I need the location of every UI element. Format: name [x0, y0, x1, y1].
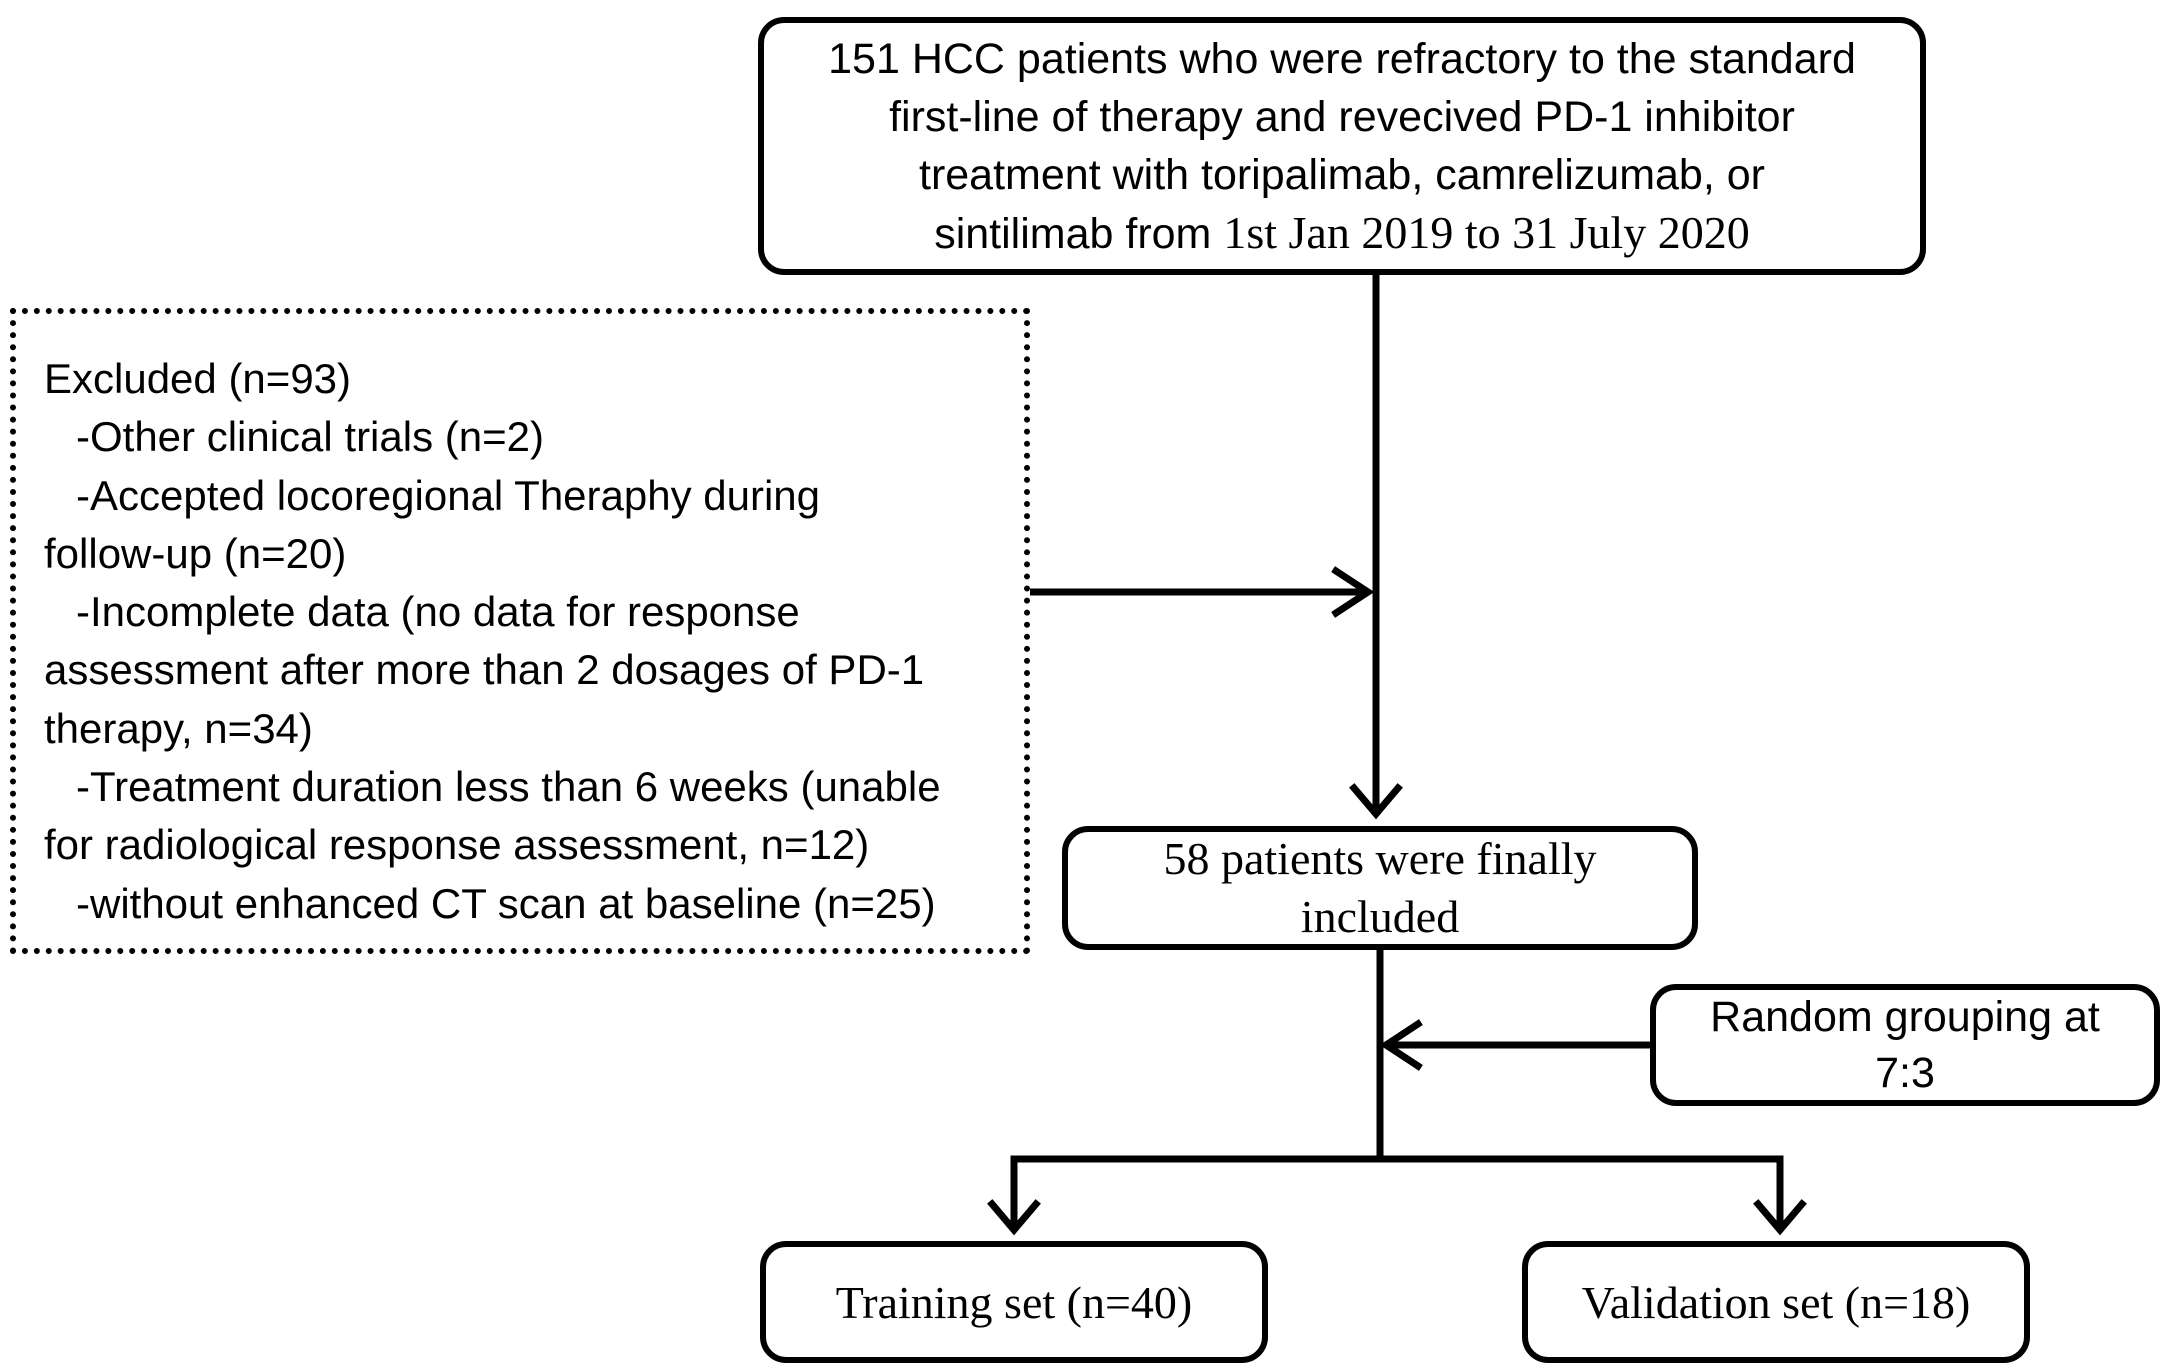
arrowhead-included — [1349, 783, 1403, 820]
box-validation-set: Validation set (n=18) — [1522, 1241, 2030, 1363]
excluded-item-no-ct: -without enhanced CT scan at baseline (n… — [76, 879, 936, 927]
arrowhead-training — [987, 1199, 1041, 1236]
validation-label: Validation set (n=18) — [1581, 1276, 1971, 1328]
excluded-item-duration-cont: for radiological response assessment, n=… — [44, 821, 870, 869]
excluded-item-duration: -Treatment duration less than 6 weeks (u… — [76, 763, 941, 811]
top-line-4-prefix: sintilimab from — [934, 209, 1224, 258]
training-label: Training set (n=40) — [835, 1276, 1193, 1328]
excluded-item-locoregional-cont: follow-up (n=20) — [44, 529, 347, 577]
arrowhead-validation — [1753, 1199, 1807, 1236]
top-line-4-dates: 1st Jan 2019 to 31 July 2020 — [1223, 206, 1750, 258]
excluded-item-incomplete-cont-1: assessment after more than 2 dosages of … — [44, 646, 925, 694]
box-finally-included: 58 patients were finally included — [1062, 826, 1698, 950]
included-line-2: included — [1300, 891, 1460, 942]
top-line-1: 151 HCC patients who were refractory to … — [828, 34, 1856, 83]
included-line-1: 58 patients were finally — [1163, 833, 1597, 884]
excluded-item-incomplete: -Incomplete data (no data for response — [76, 588, 800, 636]
box-excluded: Excluded (n=93) -Other clinical trials (… — [10, 308, 1030, 954]
arrowhead-random — [1379, 1019, 1423, 1071]
random-line-1: Random grouping at — [1710, 993, 2100, 1041]
random-line-2: 7:3 — [1875, 1049, 1935, 1097]
excluded-item-locoregional: -Accepted locoregional Theraphy during — [76, 471, 821, 519]
excluded-title: Excluded (n=93) — [44, 355, 352, 402]
arrowhead-excluded — [1331, 566, 1375, 618]
box-training-set: Training set (n=40) — [760, 1241, 1268, 1363]
box-random-grouping: Random grouping at 7:3 — [1650, 984, 2160, 1106]
top-line-2: first-line of therapy and revecived PD-1… — [889, 92, 1795, 141]
excluded-item-other-trials: -Other clinical trials (n=2) — [76, 413, 544, 461]
top-line-3: treatment with toripalimab, camrelizumab… — [919, 150, 1765, 199]
excluded-item-incomplete-cont-2: therapy, n=34) — [44, 704, 313, 752]
top-line-4: sintilimab from 1st Jan 2019 to 31 July … — [934, 204, 1750, 263]
box-hcc-patients: 151 HCC patients who were refractory to … — [758, 17, 1926, 275]
